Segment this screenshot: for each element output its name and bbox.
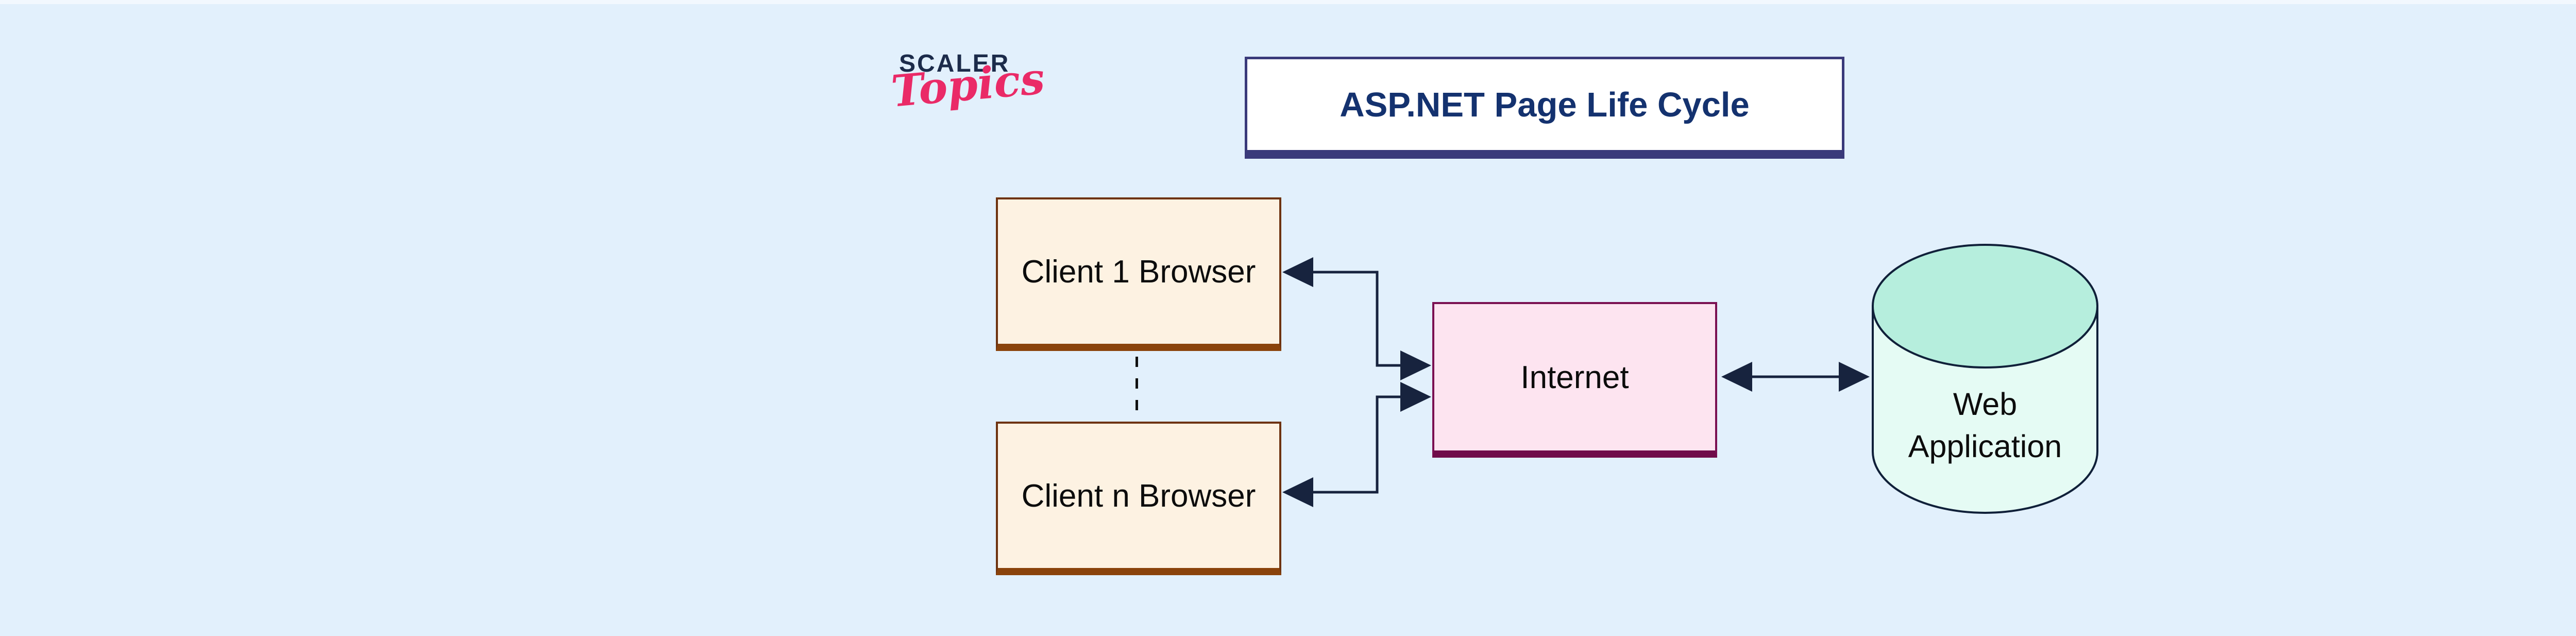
logo-scaler-text: SCALER [899,50,1010,77]
diagram-title: ASP.NET Page Life Cycle [1340,85,1750,124]
node-client1-label: Client 1 Browser [1021,254,1256,290]
arrowhead-into-internet-right-icon [1721,362,1752,392]
node-clientn-browser: Client n Browser [996,422,1281,575]
arrowhead-into-client1-icon [1282,257,1313,287]
connector-client1-internet [1286,271,1424,367]
cylinder-top-ellipse [1872,244,2098,369]
arrowhead-into-clientn-icon [1282,477,1313,507]
top-edge-highlight [0,0,2576,4]
connector-clientn-internet [1286,395,1424,494]
webapp-label-line2: Application [1908,429,2062,464]
arrowhead-into-webapp-icon [1839,362,1870,392]
webapp-label-line1: Web [1953,387,2017,422]
node-clientn-label: Client n Browser [1021,478,1256,514]
node-client1-browser: Client 1 Browser [996,197,1281,351]
diagram-title-box: ASP.NET Page Life Cycle [1245,57,1844,159]
node-web-application-cylinder: Web Application [1872,244,2098,514]
node-internet: Internet [1432,302,1717,458]
clients-ellipsis-dashed-line [1136,357,1138,412]
arrowhead-into-internet-upper-icon [1400,350,1431,380]
arrowhead-into-internet-lower-icon [1400,382,1431,412]
node-internet-label: Internet [1520,359,1629,395]
